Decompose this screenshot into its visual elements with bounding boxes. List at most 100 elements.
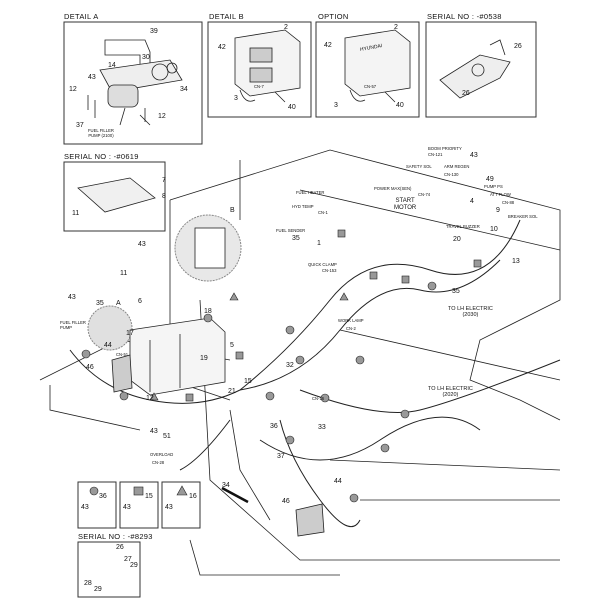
part-number: 3 — [334, 102, 338, 109]
part-number: 19 — [200, 355, 208, 362]
part-number: 51 — [163, 433, 171, 440]
part-number: 43 — [470, 152, 478, 159]
part-number: 35 — [96, 300, 104, 307]
cn-label: CN-74 — [418, 192, 431, 197]
part-number: 21 — [228, 388, 236, 395]
part-number: 34 — [180, 86, 188, 93]
part-number: 32 — [286, 362, 294, 369]
cn-label: CN-88 — [502, 200, 515, 205]
part-number: 26 — [514, 43, 522, 50]
part-number: 12 — [146, 395, 154, 402]
cn-label: CN-7 — [254, 84, 264, 89]
part-number: 12 — [69, 86, 77, 93]
fuel-sender-label: FUEL SENDER — [276, 228, 306, 233]
work-lamp-label: WORK LAMP — [338, 318, 364, 323]
cn-label: CN-57 — [364, 84, 377, 89]
safety-sol-label: SAFETY SOL — [406, 164, 432, 169]
part-number: 40 — [288, 104, 296, 111]
part-number: 13 — [512, 258, 520, 265]
part-number: 12 — [158, 113, 166, 120]
detail-a-marker: A — [116, 300, 121, 307]
part-number: 46 — [282, 498, 290, 505]
part-number: 20 — [453, 236, 461, 243]
power-max-label: POWER MAX(SEN) — [374, 186, 412, 191]
part-number: 44 — [334, 478, 342, 485]
att-flow-label: ATT FLOW — [490, 192, 511, 197]
cn-label: CN-130 — [444, 172, 459, 177]
part-number: 28 — [84, 580, 92, 587]
part-number: 11 — [120, 270, 128, 277]
boom-priority-label: BOOM PRIORITY — [428, 146, 462, 151]
part-number: 40 — [396, 102, 404, 109]
part-number: 14 — [108, 62, 116, 69]
part-number: 29 — [130, 562, 138, 569]
fuel-heater-label: FUEL HEATER — [296, 190, 325, 195]
part-number: 33 — [318, 424, 326, 431]
part-number: 34 — [222, 482, 230, 489]
part-number: 7 — [162, 177, 166, 184]
part-number: 6 — [138, 298, 142, 305]
fuel-filler-pump-main-label: FUEL FILLER PUMP — [60, 320, 86, 330]
part-number: 43 — [123, 504, 131, 511]
part-number: 49 — [486, 176, 494, 183]
fuel-filler-pump-label: FUEL FILLER PUMP (2100) — [88, 128, 114, 138]
part-number: 46 — [86, 364, 94, 371]
serial-619-title: SERIAL NO : -#0619 — [64, 152, 139, 161]
cn-label: CN-28 — [152, 460, 165, 465]
part-number: 43 — [165, 504, 173, 511]
part-number: 42 — [218, 44, 226, 51]
part-number: 29 — [94, 586, 102, 593]
part-number: 11 — [72, 210, 80, 217]
cn-label: CN-2 — [346, 326, 356, 331]
part-number: 44 — [104, 342, 112, 349]
part-number: 26 — [462, 90, 470, 97]
part-number: 1 — [317, 240, 321, 247]
travel-buzzer-label: TRAVEL BUZZER — [446, 224, 480, 229]
part-number: 26 — [116, 544, 124, 551]
detail-a-title: DETAIL A — [64, 12, 99, 21]
cn-label: CN-16 — [312, 396, 325, 401]
part-number: 43 — [150, 428, 158, 435]
part-number: 43 — [68, 294, 76, 301]
part-number: 9 — [496, 207, 500, 214]
hyd-temp-label: HYD TEMP — [292, 204, 314, 209]
part-number: 39 — [150, 28, 158, 35]
part-number: 15 — [244, 378, 252, 385]
quick-clamp-label: QUICK CLAMP — [308, 262, 337, 267]
part-number: 15 — [145, 493, 153, 500]
part-number: 2 — [284, 24, 288, 31]
cn-label: CN-1 — [318, 210, 328, 215]
cn-label: CN-51 — [116, 352, 129, 357]
part-number: 42 — [324, 42, 332, 49]
part-number: 27 — [124, 556, 132, 563]
to-lh-2030-label: TO LH ELECTRIC (2030) — [448, 306, 493, 318]
part-number: 16 — [189, 493, 197, 500]
part-number: 2 — [394, 24, 398, 31]
part-number: 35 — [292, 235, 300, 242]
part-number: 36 — [99, 493, 107, 500]
to-lh-2020-label: TO LH ELECTRIC (2020) — [428, 386, 473, 398]
part-number: 18 — [204, 308, 212, 315]
part-number: 10 — [490, 226, 498, 233]
detail-b-title: DETAIL B — [209, 12, 244, 21]
part-number: 3 — [234, 95, 238, 102]
serial-8293-box — [77, 541, 141, 598]
part-number: 35 — [452, 288, 460, 295]
part-number: 37 — [76, 122, 84, 129]
serial-538-title: SERIAL NO : -#0538 — [427, 12, 502, 21]
part-number: 4 — [470, 198, 474, 205]
part-number: 8 — [162, 193, 166, 200]
pump-ps-label: PUMP PS — [484, 184, 503, 189]
part-number: 36 — [270, 423, 278, 430]
part-number: 17 — [126, 330, 134, 337]
option-title: OPTION — [318, 12, 349, 21]
cn-label: CN-153 — [322, 268, 337, 273]
start-motor-label: START MOTOR — [394, 198, 417, 211]
part-number: 43 — [138, 241, 146, 248]
part-number: 5 — [230, 342, 234, 349]
arm-regen-label: ARM REGEN — [444, 164, 470, 169]
serial-8293-title: SERIAL NO : -#8293 — [78, 532, 153, 541]
part-number: 43 — [81, 504, 89, 511]
part-number: 43 — [88, 74, 96, 81]
